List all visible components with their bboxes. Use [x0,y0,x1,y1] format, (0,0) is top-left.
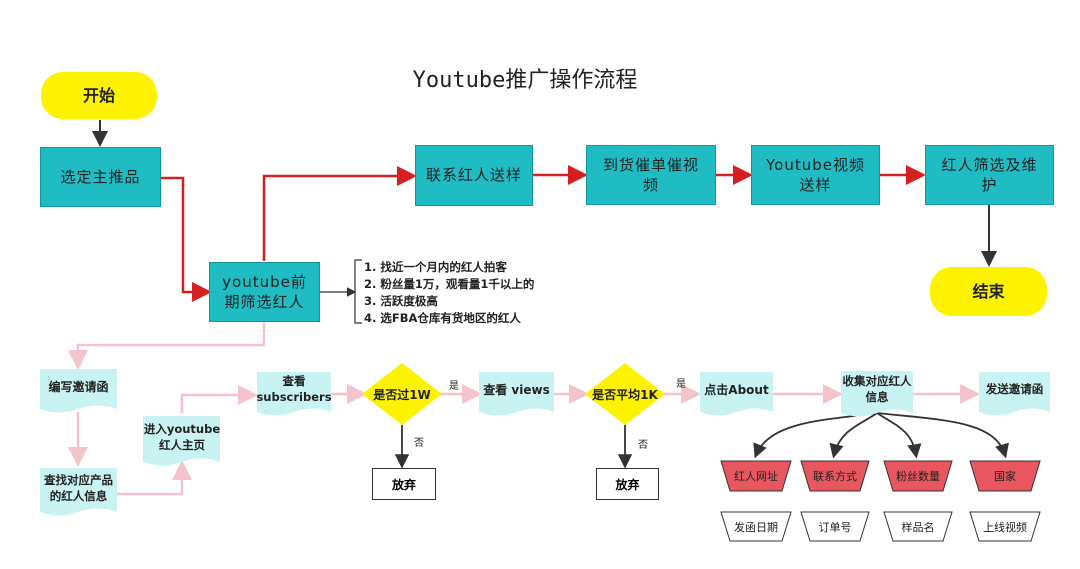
decision1-label: 是否过1W [373,387,431,402]
criteria-bracket [354,259,362,324]
field3-sub-trap [883,511,953,542]
abandon1-node: 放弃 [372,468,436,500]
field4-trap [969,460,1041,492]
decision1-yes-label: 是 [449,381,459,392]
abandon2-node: 放弃 [596,468,659,500]
field2-sub-trap [800,511,870,542]
end-node: 结束 [930,267,1047,316]
enter-home-shape [143,416,220,466]
decision1-no-label: 否 [414,438,424,449]
arrow-collect-field4 [876,412,1009,459]
arrow-screen-write [68,322,266,370]
collect-node: 收集对应红人信息 [842,374,912,404]
find-info-node: 查找对应产品的红人信息 [44,473,113,503]
criteria-list: 1. 找近一个月内的红人拍客 2. 粉丝量1万，观看量1千以上的 3. 活跃度极… [364,259,534,327]
field2-label: 联系方式 [813,470,857,483]
field4-sub-label: 上线视频 [983,520,1027,534]
screen-influencer-node: youtube前期筛选红人 [209,262,320,322]
field1-sub-trap [720,511,792,542]
field1-label: 红人网址 [734,470,778,483]
about-shape [700,372,773,416]
field4-sub-trap [969,511,1041,542]
about-node: 点击About [704,382,769,397]
arrow-collect-field1 [753,412,878,459]
decision2-diamond [585,363,665,425]
find-info-shape [40,468,117,516]
field1-sub-label: 发函日期 [734,520,778,534]
field2-sub-label: 订单号 [818,520,852,534]
criteria-item: 2. 粉丝量1万，观看量1千以上的 [364,277,535,291]
criteria-item: 1. 找近一个月内的红人拍客 [364,260,507,274]
send-invite-node: 发送邀请函 [985,382,1044,397]
field4-label: 国家 [994,470,1016,483]
contact-sample-node: 联系红人送样 [415,145,533,206]
arrow-collect-field2 [829,412,878,459]
collect-shape [841,371,913,417]
select-product-node: 选定主推品 [40,147,161,207]
criteria-item: 3. 活跃度极高 [364,294,438,308]
decision2-label: 是否平均1K [592,387,658,402]
arrow-collect-field3 [876,412,922,459]
views-node: 查看 views [483,382,550,397]
field3-trap [883,460,953,492]
send-video-node: Youtube视频送样 [751,145,880,205]
decision1-diamond [362,363,442,425]
arrow-screen-contact [262,166,417,261]
arrow-select-screen [161,176,212,302]
start-node: 开始 [41,72,157,119]
invite-shape [979,372,1050,416]
maintain-node: 红人筛选及维护 [925,145,1054,205]
diagram-title: Youtube推广操作流程 [412,68,638,93]
field3-sub-label: 样品名 [901,520,935,534]
delivery-urge-node: 到货催单催视频 [586,145,716,205]
enter-home-node: 进入youtube红人主页 [143,422,221,452]
views-shape [479,372,554,416]
decision2-yes-label: 是 [676,379,686,390]
field3-label: 粉丝数量 [896,470,940,483]
criteria-item: 4. 选FBA仓库有货地区的红人 [364,311,521,325]
subscribers-node: 查看subscribers [256,374,332,404]
subscribers-shape [257,372,331,416]
decision2-no-label: 否 [638,440,648,451]
field2-trap [800,460,870,492]
write-invite-shape [40,369,117,413]
arrow-find-home [117,460,192,496]
field1-trap [720,460,792,492]
arrow-home-subscribers [180,385,258,413]
write-invite-node: 编写邀请函 [48,379,109,394]
